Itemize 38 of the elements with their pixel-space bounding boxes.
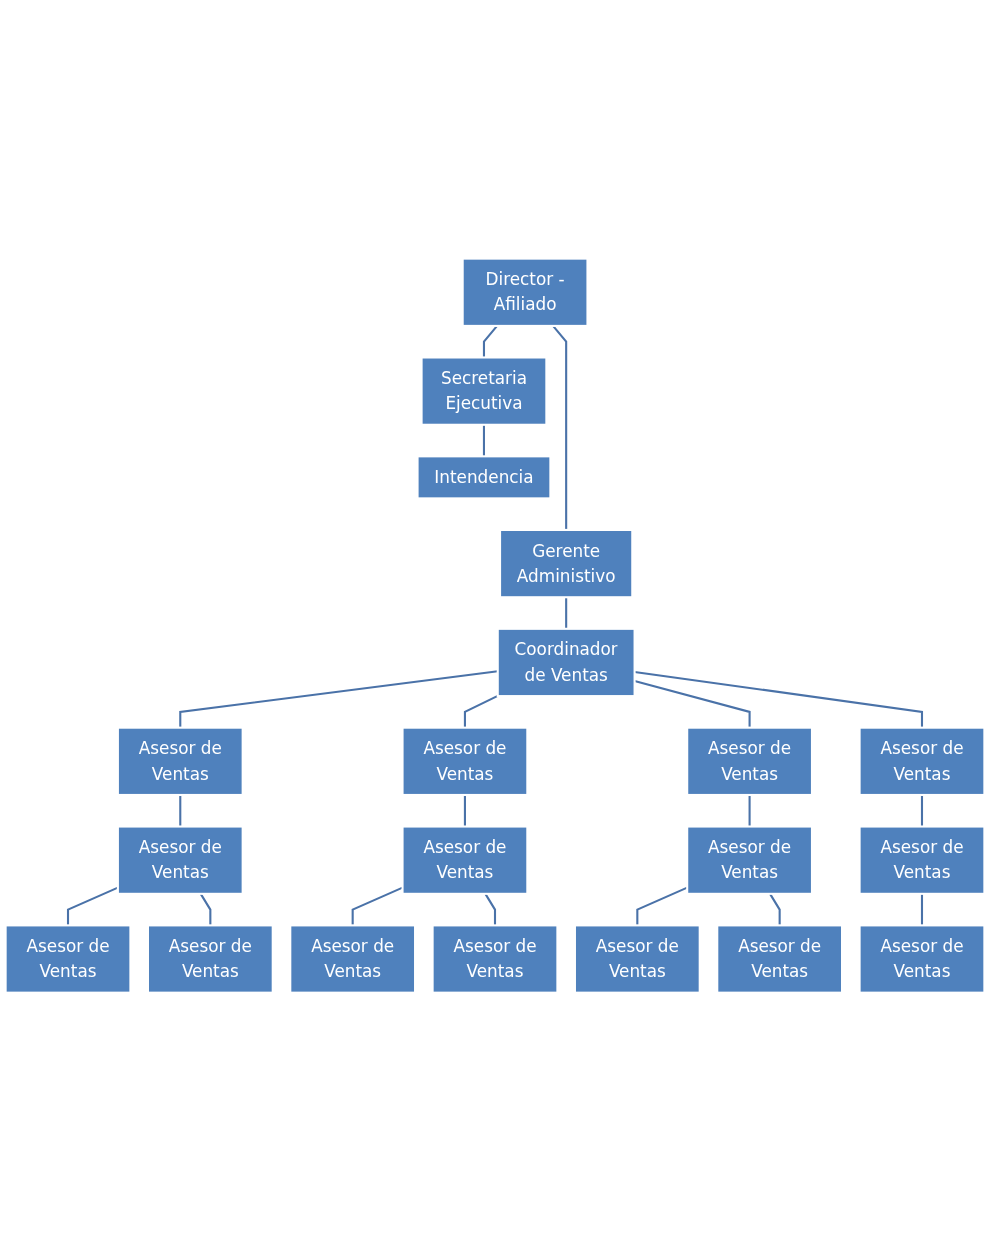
connector [482,325,498,358]
node-box: Asesor de Ventas [431,924,559,994]
node-box: Asesor de Ventas [686,825,814,895]
connector [463,694,499,728]
node-box: Secretaria Ejecutiva [420,356,548,426]
node-box: Asesor de Ventas [146,924,274,994]
connector [482,424,486,457]
node-box: Asesor de Ventas [289,924,417,994]
node-box: Coordinador de Ventas [496,627,636,697]
node-box: Asesor de Ventas [116,825,244,895]
connector [565,597,568,629]
node-box: Director - Afiliado [461,257,589,327]
connector [179,670,498,728]
connector [634,679,751,728]
connector [748,794,751,827]
connector [552,325,568,530]
node-box: Asesor de Ventas [4,924,132,994]
connector [769,893,781,926]
connector [920,794,924,827]
node-box: Asesor de Ventas [858,726,986,796]
node-box: Asesor de Ventas [858,825,986,895]
node-box: Asesor de Ventas [401,726,529,796]
connector [920,893,924,926]
connector [351,886,403,926]
node-box: Asesor de Ventas [116,726,244,796]
node-box: Gerente Administivo [499,528,634,599]
connector [636,886,688,926]
node-box: Asesor de Ventas [716,924,844,994]
node-box: Asesor de Ventas [858,924,986,994]
connector [463,794,466,827]
node-box: Asesor de Ventas [401,825,529,895]
node-box: Asesor de Ventas [573,924,701,994]
connector [634,670,924,728]
connector [199,893,212,926]
connector [179,794,182,827]
node-box: Intendencia [416,455,552,500]
connector [484,893,497,926]
node-box: Asesor de Ventas [686,726,814,796]
